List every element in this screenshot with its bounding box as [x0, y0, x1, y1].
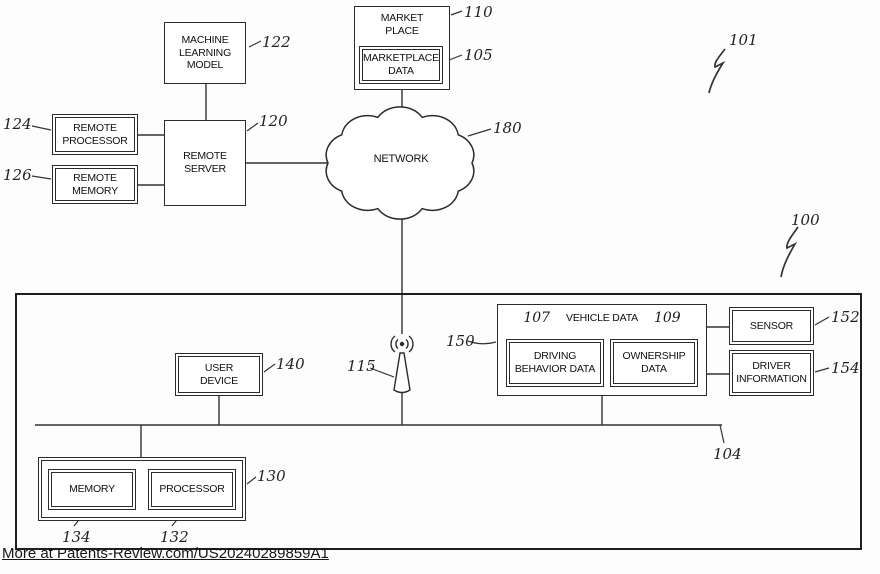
marketplace-data-label: MARKETPLACE DATA — [363, 52, 439, 77]
vehicle-data-header: 107 VEHICLE DATA 109 — [498, 310, 706, 326]
leader-115 — [369, 367, 395, 378]
vehicle-data-box: 107 VEHICLE DATA 109 DRIVING BEHAVIOR DA… — [497, 304, 707, 396]
driving-behavior-data-box: DRIVING BEHAVIOR DATA — [506, 339, 604, 387]
network-label: NETWORK — [373, 153, 429, 165]
ownership-data-box: OWNERSHIP DATA — [610, 339, 698, 387]
driving-behavior-data-label: DRIVING BEHAVIOR DATA — [514, 350, 596, 375]
lightning-squiggle-101 — [708, 48, 726, 94]
leader-122 — [248, 40, 262, 48]
ref-134: 134 — [62, 528, 91, 546]
sensor-label: SENSOR — [749, 319, 794, 332]
vehicle-boundary-box — [15, 293, 862, 550]
leader-130 — [246, 476, 257, 485]
remote-processor-label: REMOTE PROCESSOR — [62, 121, 128, 147]
driver-information-box: DRIVER INFORMATION — [729, 350, 814, 396]
leader-105 — [448, 54, 463, 61]
machine-learning-model-label: MACHINE LEARNING MODEL — [178, 34, 232, 72]
leader-126 — [31, 175, 52, 180]
machine-learning-model-box: MACHINE LEARNING MODEL — [164, 22, 246, 84]
processor-label: PROCESSOR — [159, 483, 225, 496]
ref-115: 115 — [347, 357, 376, 375]
connector-lines — [35, 84, 729, 457]
leader-152 — [814, 316, 830, 326]
ref-105: 105 — [464, 46, 493, 64]
ref-104: 104 — [713, 445, 742, 463]
remote-memory-box: REMOTE MEMORY — [52, 165, 138, 204]
market-place-label: MARKET PLACE — [380, 12, 424, 37]
ownership-data-label: OWNERSHIP DATA — [622, 350, 686, 375]
lightning-squiggle-100 — [780, 226, 799, 278]
leader-120 — [246, 122, 259, 132]
ref-122: 122 — [262, 33, 291, 51]
leader-110 — [450, 10, 463, 16]
leader-140 — [263, 363, 276, 373]
ref-120: 120 — [259, 112, 288, 130]
ref-100: 100 — [791, 211, 820, 229]
leader-104 — [719, 424, 725, 444]
antenna-icon — [390, 335, 414, 394]
market-place-box: MARKET PLACE MARKETPLACE DATA — [354, 6, 450, 90]
leader-180 — [467, 128, 492, 137]
network-cloud — [325, 106, 475, 220]
ref-150: 150 — [446, 332, 475, 350]
leader-124 — [31, 125, 52, 131]
remote-server-label: REMOTE SERVER — [183, 150, 227, 175]
continuation-squiggles — [708, 48, 799, 278]
remote-server-box: REMOTE SERVER — [164, 120, 246, 206]
user-device-box: USER DEVICE — [175, 353, 263, 396]
ref-132: 132 — [160, 528, 189, 546]
marketplace-data-box: MARKETPLACE DATA — [359, 46, 443, 84]
leader-150 — [467, 340, 497, 345]
user-device-label: USER DEVICE — [200, 361, 238, 387]
ref-180: 180 — [493, 119, 522, 137]
sensor-box: SENSOR — [729, 307, 814, 345]
ref-101: 101 — [729, 31, 758, 49]
ref-140: 140 — [276, 355, 305, 373]
vehicle-data-label: VEHICLE DATA — [566, 311, 638, 324]
ref-154: 154 — [831, 359, 860, 377]
remote-memory-label: REMOTE MEMORY — [72, 171, 118, 197]
ref-126: 126 — [3, 166, 32, 184]
memory-label: MEMORY — [69, 483, 115, 496]
ref-152: 152 — [831, 308, 860, 326]
ref-130: 130 — [257, 467, 286, 485]
memory-box: MEMORY — [48, 469, 136, 510]
remote-processor-box: REMOTE PROCESSOR — [52, 114, 138, 155]
ref-124: 124 — [3, 115, 32, 133]
leader-154 — [814, 367, 830, 373]
ref-109: 109 — [653, 310, 681, 326]
ref-107: 107 — [523, 310, 551, 326]
driver-information-label: DRIVER INFORMATION — [736, 360, 807, 385]
source-attribution-link[interactable]: More at Patents-Review.com/US20240289859… — [2, 545, 329, 562]
processor-box: PROCESSOR — [148, 469, 236, 510]
ref-110: 110 — [464, 3, 493, 21]
